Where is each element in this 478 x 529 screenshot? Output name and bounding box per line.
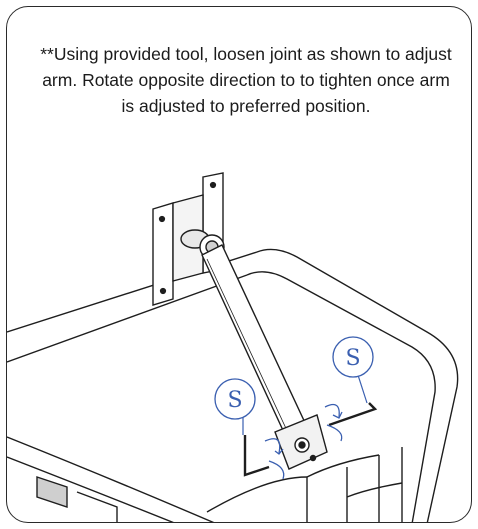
diagram-frame: **Using provided tool, loosen joint as s… bbox=[6, 6, 472, 523]
instruction-text: **Using provided tool, loosen joint as s… bbox=[40, 44, 452, 116]
callout-letter: S bbox=[345, 346, 360, 371]
monitor-arm bbox=[201, 244, 328, 470]
assembly-illustration: S S bbox=[7, 172, 459, 522]
callout-s-left: S bbox=[214, 378, 256, 435]
rotate-arrow-icon bbox=[264, 403, 343, 480]
callout-letter: S bbox=[227, 388, 242, 413]
hex-key-icon bbox=[243, 402, 378, 477]
desk-surface bbox=[7, 248, 459, 522]
callout-s-right: S bbox=[332, 336, 374, 404]
